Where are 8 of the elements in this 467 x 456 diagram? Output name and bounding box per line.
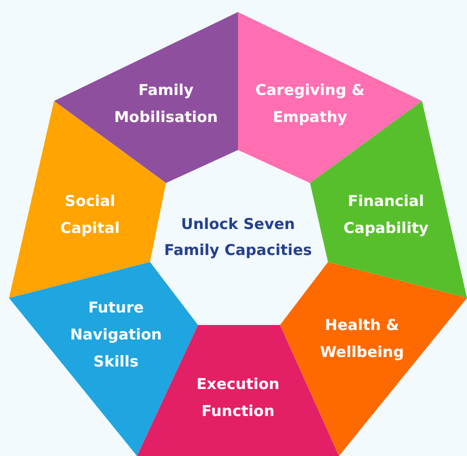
segment-label: Family Mobilisation bbox=[113, 80, 219, 128]
segment-label: Execution Function bbox=[196, 374, 280, 422]
segment-label: Social Capital bbox=[59, 191, 121, 239]
center-title: Unlock Seven Family Capacities bbox=[153, 211, 323, 263]
segment-label: Caregiving & Empathy bbox=[254, 80, 366, 128]
segment-label: Health & Wellbeing bbox=[319, 315, 405, 363]
segment-label: Financial Capability bbox=[342, 191, 430, 239]
segment-label: Future Navigation Skills bbox=[69, 298, 163, 372]
